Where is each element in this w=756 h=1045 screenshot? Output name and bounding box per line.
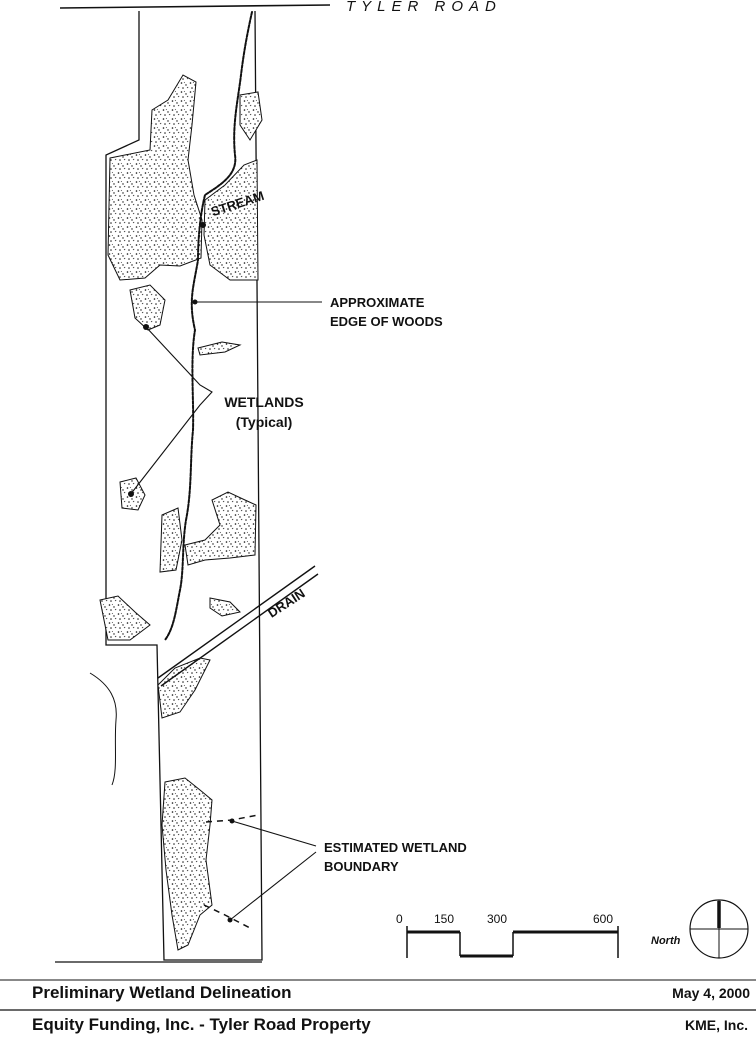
edge-of-woods-callout: APPROXIMATE EDGE OF WOODS	[330, 293, 443, 331]
tyler-road-line	[59, 4, 331, 9]
wetland-area-west-lobe	[129, 284, 166, 331]
wetlands-marker-lower	[128, 491, 134, 497]
edge-of-woods-line1: APPROXIMATE	[330, 295, 425, 310]
estimated-boundary-line1: ESTIMATED WETLAND	[324, 840, 467, 855]
wetland-areas	[99, 74, 263, 951]
wetlands-line2: (Typical)	[235, 414, 293, 430]
wetlands-marker-upper	[143, 324, 149, 330]
drain-line-lower	[160, 573, 319, 687]
wetland-area-stream-east	[203, 159, 259, 281]
map-date: May 4, 2000	[672, 985, 750, 1001]
edge-of-woods-line2: EDGE OF WOODS	[330, 314, 443, 329]
map-title: Preliminary Wetland Delineation	[32, 983, 292, 1002]
stream-marker	[200, 222, 206, 228]
edge-of-woods-line	[164, 11, 253, 641]
wetland-area-south	[161, 777, 213, 951]
leader-wetlands	[129, 326, 213, 496]
wetlands-callout: WETLANDS (Typical)	[214, 392, 314, 432]
north-arrow	[689, 899, 749, 959]
estimated-boundary-line2: BOUNDARY	[324, 859, 399, 874]
scale-tick-300: 300	[487, 912, 508, 926]
estimated-boundary-callout: ESTIMATED WETLAND BOUNDARY	[324, 838, 467, 876]
scale-tick-150: 150	[434, 912, 455, 926]
scale-tick-0: 0	[396, 912, 403, 926]
scale-tick-600: 600	[593, 912, 614, 926]
drain-line-upper	[157, 565, 316, 679]
estimated-wetland-boundary	[203, 814, 259, 929]
leader-boundary-upper	[231, 820, 317, 847]
wetland-area-small-center	[197, 341, 242, 356]
wetland-area-northeast	[239, 91, 263, 141]
wetlands-line1: WETLANDS	[224, 394, 304, 410]
wetland-area-small-drain	[209, 597, 241, 617]
road-label: TYLER ROAD	[346, 0, 502, 15]
scale-bar	[406, 926, 619, 958]
leader-boundary-lower	[229, 851, 317, 921]
wetland-area-center-west	[159, 507, 183, 573]
wetland-area-southwest	[99, 595, 151, 641]
leader-lines	[129, 301, 322, 921]
woods-marker	[192, 299, 198, 305]
map-subtitle: Equity Funding, Inc. - Tyler Road Proper…	[32, 1015, 371, 1034]
wetland-area-north	[107, 74, 203, 281]
west-trail-line	[89, 672, 117, 786]
wetland-area-drain	[157, 657, 211, 719]
wetland-area-east-curve	[184, 491, 257, 566]
company-name: KME, Inc.	[684, 1017, 748, 1033]
north-label: North	[651, 935, 681, 947]
property-boundary	[105, 10, 263, 961]
